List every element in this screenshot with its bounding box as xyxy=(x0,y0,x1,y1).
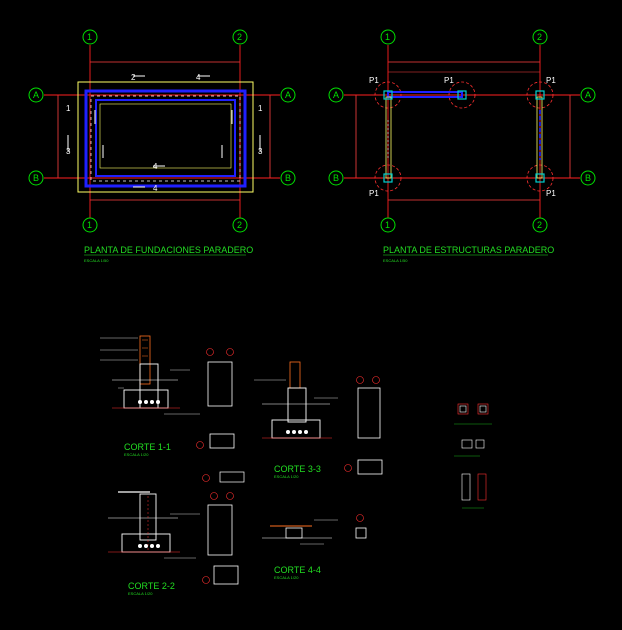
scale-corte-3-3: ESCALA 1/20 xyxy=(274,474,299,479)
bubble-B-right-p2: B xyxy=(585,173,591,183)
title-plan-fundaciones: PLANTA DE FUNDACIONES PARADERO xyxy=(84,245,253,255)
pillar-label-b1: P1 xyxy=(369,189,379,198)
pillar-label-b2: P1 xyxy=(546,189,556,198)
detail-corte-4-4: CORTE 4-4 ESCALA 1/20 xyxy=(262,514,367,580)
bubble-1-bottom-p2: 1 xyxy=(385,220,390,230)
bubble-2-bottom-p2: 2 xyxy=(537,220,542,230)
bubble-1-top: 1 xyxy=(87,32,92,42)
detail-small-right xyxy=(454,403,492,509)
title-corte-3-3: CORTE 3-3 xyxy=(274,464,321,474)
plan-fundaciones: 2 4 1 3 1 3 4 4 1 2 1 2 A A B B xyxy=(28,29,296,263)
detail-corte-3-3: CORTE 3-3 ESCALA 1/20 xyxy=(254,361,383,479)
mark-4-bottom: 4 xyxy=(153,184,158,193)
bubble-B-left-p2: B xyxy=(333,173,339,183)
scale-plan-fundaciones: ESCALA 1/50 xyxy=(84,258,109,263)
mark-1-right: 1 xyxy=(258,104,263,113)
scale-corte-1-1: ESCALA 1/20 xyxy=(124,452,149,457)
bubble-2-top-p2: 2 xyxy=(537,32,542,42)
bubble-B-right: B xyxy=(285,173,291,183)
scale-corte-4-4: ESCALA 1/20 xyxy=(274,575,299,580)
bubble-A-left: A xyxy=(33,90,39,100)
bubble-2-bottom: 2 xyxy=(237,220,242,230)
detail-corte-1-1: CORTE 1-1 ESCALA 1/20 xyxy=(100,335,235,457)
bubble-A-right: A xyxy=(285,90,291,100)
bubble-1-top-p2: 1 xyxy=(385,32,390,42)
mark-3-left: 3 xyxy=(66,147,71,156)
grid-bubbles-plan2: 1 2 1 2 A A B B xyxy=(328,29,596,233)
pillar-label-a1: P1 xyxy=(369,76,379,85)
bubble-2-top: 2 xyxy=(237,32,242,42)
mark-4-inner: 4 xyxy=(153,162,158,171)
scale-corte-2-2: ESCALA 1/20 xyxy=(128,591,153,596)
bubble-B-left: B xyxy=(33,173,39,183)
mark-1-left: 1 xyxy=(66,104,71,113)
bubble-A-left-p2: A xyxy=(333,90,339,100)
pillar-label-a2: P1 xyxy=(546,76,556,85)
title-corte-4-4: CORTE 4-4 xyxy=(274,565,321,575)
mark-2-top: 2 xyxy=(131,73,136,82)
scale-plan-estructuras: ESCALA 1/50 xyxy=(383,258,408,263)
pillar-label-a-mid: P1 xyxy=(444,76,454,85)
bubble-1-bottom: 1 xyxy=(87,220,92,230)
mark-3-right: 3 xyxy=(258,147,263,156)
title-plan-estructuras: PLANTA DE ESTRUCTURAS PARADERO xyxy=(383,245,554,255)
title-corte-1-1: CORTE 1-1 xyxy=(124,442,171,452)
grid-bubbles-plan1: 1 2 1 2 A A B B xyxy=(28,29,296,233)
title-corte-2-2: CORTE 2-2 xyxy=(128,581,175,591)
mark-4-top: 4 xyxy=(196,73,201,82)
section-markers-plan1: 2 4 1 3 1 3 4 4 xyxy=(66,73,263,193)
detail-corte-2-2: CORTE 2-2 ESCALA 1/20 xyxy=(108,471,245,596)
plan-estructuras: P1 P1 P1 P1 P1 1 2 1 2 A A B B PLANTA DE… xyxy=(328,29,596,263)
bubble-A-right-p2: A xyxy=(585,90,591,100)
